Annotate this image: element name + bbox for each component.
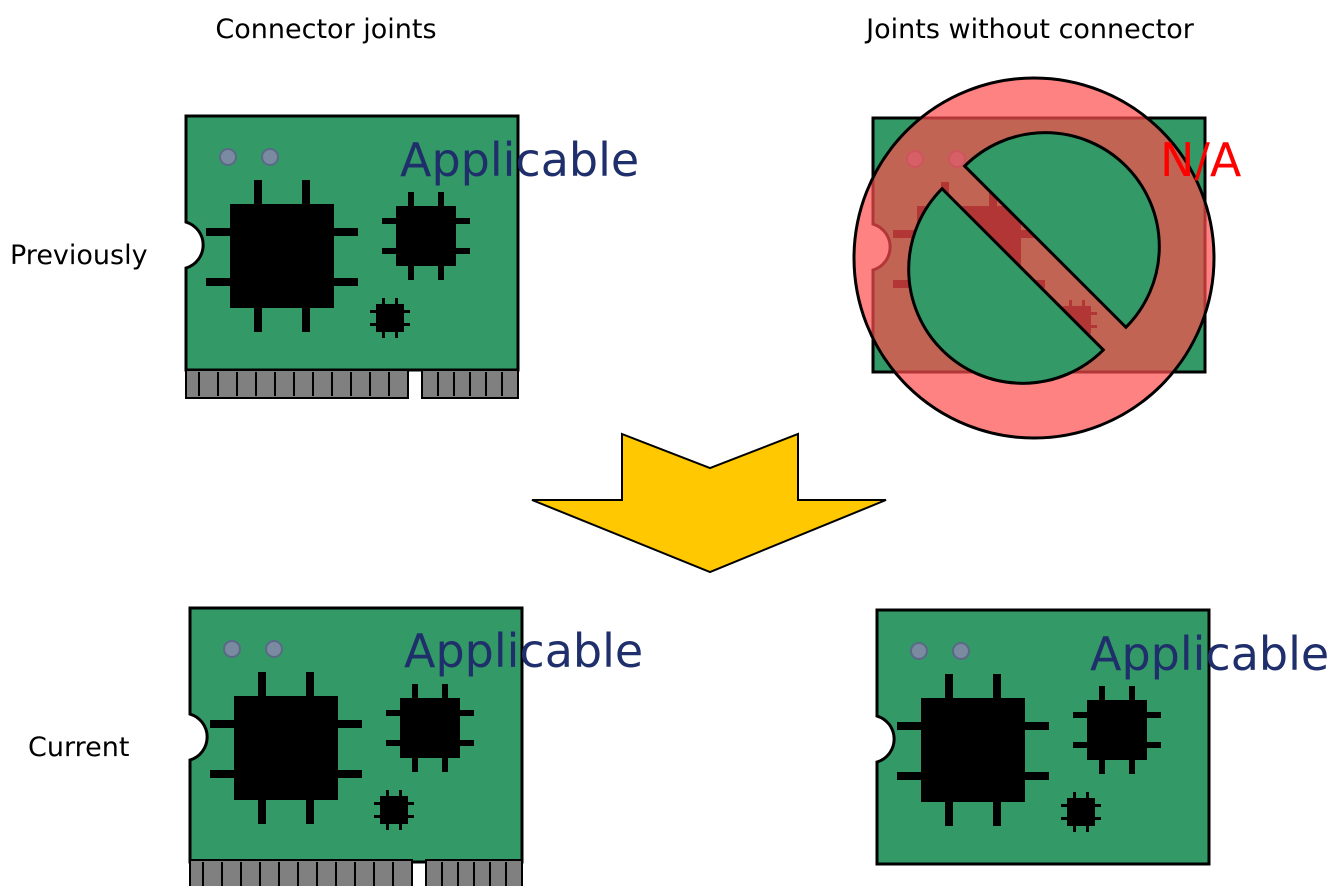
edge-connector	[189, 859, 523, 886]
board-previously-connector	[185, 116, 519, 399]
header-joints-without-connector: Joints without connector	[864, 14, 1195, 45]
down-arrow	[531, 432, 887, 574]
header-connector-joints: Connector joints	[215, 14, 436, 45]
prohibited-icon	[852, 76, 1216, 440]
edge-connector	[185, 369, 519, 399]
status-na-prev: N/A	[1160, 133, 1242, 187]
row-label-previously: Previously	[10, 240, 148, 271]
row-label-current: Current	[28, 732, 129, 763]
status-applicable-current-left: Applicable	[404, 624, 643, 678]
board-current-connector	[190, 608, 522, 886]
status-applicable-prev: Applicable	[400, 133, 639, 187]
status-applicable-current-right: Applicable	[1090, 627, 1329, 681]
